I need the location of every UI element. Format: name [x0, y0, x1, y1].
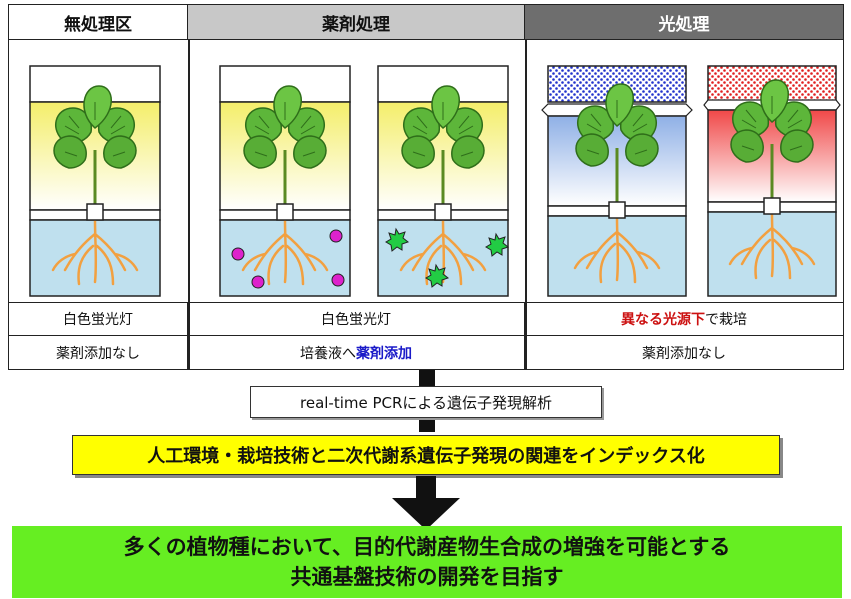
light-pot-blue	[541, 65, 693, 297]
header-light-label: 光処理	[658, 14, 710, 35]
header-chemical: 薬剤処理	[188, 4, 525, 40]
index-box: 人工環境・栽培技術と二次代謝系遺伝子発現の関連をインデックス化	[72, 435, 780, 475]
header-control-label: 無処理区	[64, 14, 132, 35]
treatment-table: 無処理区 薬剤処理 光処理 白色蛍光灯 白色蛍光灯 異なる光源下で栽培 薬剤添加…	[8, 4, 844, 370]
row2-control: 薬剤添加なし	[8, 336, 188, 370]
row2-control-text: 薬剤添加なし	[56, 345, 140, 362]
pcr-analysis-text: real-time PCRによる遺伝子発現解析	[300, 393, 552, 412]
row2-light-text: 薬剤添加なし	[642, 345, 726, 362]
header-chemical-label: 薬剤処理	[322, 14, 390, 35]
row1-light-emphasis: 異なる光源下	[621, 312, 705, 328]
header-control: 無処理区	[8, 4, 188, 40]
pcr-analysis-box: real-time PCRによる遺伝子発現解析	[250, 386, 602, 418]
chemical-pot-1	[219, 65, 351, 297]
chemical-pot-2	[377, 65, 510, 297]
row1-control: 白色蛍光灯	[8, 302, 188, 336]
header-light: 光処理	[525, 4, 844, 40]
down-arrow	[392, 476, 460, 530]
row1-light: 異なる光源下で栽培	[525, 302, 844, 336]
plant-illustrations	[29, 65, 841, 297]
row1-control-text: 白色蛍光灯	[63, 312, 133, 328]
goal-box: 多くの植物種において、目的代謝産物生合成の増強を可能とする 共通基盤技術の開発を…	[12, 526, 842, 598]
control-pot	[29, 65, 161, 297]
row2-chemical-emphasis: 薬剤添加	[356, 345, 412, 362]
light-pot-red	[703, 65, 841, 297]
illustration-area	[8, 40, 844, 302]
goal-line-1: 多くの植物種において、目的代謝産物生合成の増強を可能とする	[123, 535, 731, 559]
row1-light-rest: で栽培	[705, 312, 747, 328]
row1-chemical: 白色蛍光灯	[188, 302, 525, 336]
row2-chemical: 培養液へ薬剤添加	[188, 336, 525, 370]
goal-line-2: 共通基盤技術の開発を目指す	[290, 565, 564, 589]
divider	[525, 40, 527, 370]
divider	[188, 40, 190, 370]
index-text: 人工環境・栽培技術と二次代謝系遺伝子発現の関連をインデックス化	[147, 446, 705, 467]
row2-light: 薬剤添加なし	[525, 336, 844, 370]
row1-chemical-text: 白色蛍光灯	[321, 312, 391, 328]
row2-chemical-pre: 培養液へ	[300, 345, 356, 362]
